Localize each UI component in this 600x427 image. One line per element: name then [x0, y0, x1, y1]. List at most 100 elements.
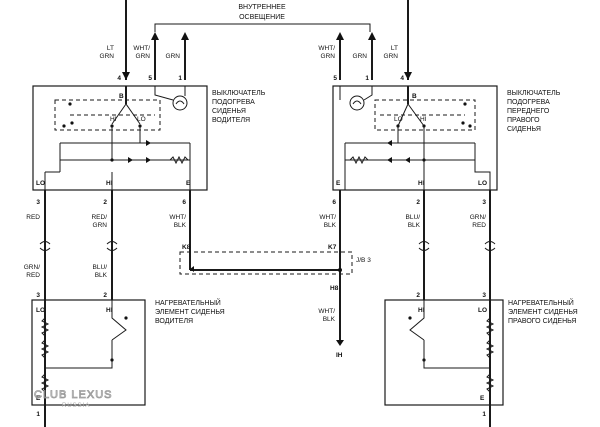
resistor-icon	[349, 155, 369, 165]
arrow-up-icon	[151, 32, 159, 40]
wire-color: BLK	[323, 316, 336, 323]
pin-number: 2	[416, 199, 420, 206]
switch-mechanism-frame	[374, 99, 476, 131]
wire-color: LT	[107, 45, 114, 52]
wire-color: GRN	[100, 53, 115, 60]
switch-pos-hi: HI	[420, 116, 427, 123]
ground-icon	[336, 340, 344, 346]
pin-number: 3	[482, 199, 486, 206]
svg-text:ВОДИТЕЛЯ: ВОДИТЕЛЯ	[155, 318, 193, 325]
switch-pos-lo: LO	[394, 116, 403, 123]
wire-color: RED/	[91, 214, 107, 221]
svg-text:ВОДИТЕЛЯ: ВОДИТЕЛЯ	[212, 117, 250, 124]
resistor-icon	[485, 373, 495, 393]
terminal-hi: HI	[418, 307, 425, 314]
resistor-icon	[40, 317, 50, 337]
svg-text:СИДЕНЬЯ: СИДЕНЬЯ	[212, 108, 246, 115]
left-seat-heater-switch: B HI LO LO HI E	[32, 85, 208, 191]
svg-text:НАГРЕВАТЕЛЬНЫЙ: НАГРЕВАТЕЛЬНЫЙ	[155, 298, 221, 307]
terminal-hi: HI	[106, 180, 113, 187]
right-switch-caption: ВЫКЛЮЧАТЕЛЬ ПОДОГРЕВА ПЕРЕДНЕГО ПРАВОГО …	[507, 90, 561, 133]
pin-number: 6	[332, 199, 336, 206]
left-heater-caption: НАГРЕВАТЕЛЬНЫЙ ЭЛЕМЕНТ СИДЕНЬЯ ВОДИТЕЛЯ	[155, 298, 225, 325]
arrow-down-icon	[122, 72, 130, 80]
right-seat-heater-element: HI LO E	[384, 299, 504, 427]
led-icon	[387, 140, 392, 146]
svg-text:ПРАВОГО: ПРАВОГО	[507, 117, 540, 124]
svg-text:ПОДОГРЕВА: ПОДОГРЕВА	[507, 99, 550, 106]
left-seat-heater-element: LO HI E	[31, 299, 146, 427]
wire-color: GRN	[166, 53, 181, 60]
wire-color: WHT/	[133, 45, 150, 52]
lighting-bracket	[154, 23, 371, 32]
terminal-hi: HI	[106, 307, 113, 314]
wire-color: GRN	[136, 53, 151, 60]
pin-number: 4	[117, 75, 121, 82]
terminal-lo: LO	[36, 307, 45, 314]
terminal-lo: LO	[478, 307, 487, 314]
arrow-down-icon	[404, 72, 412, 80]
terminal-e: E	[186, 180, 191, 187]
switch-terminal-b: B	[412, 93, 417, 100]
wire-color: BLU/	[93, 264, 108, 271]
diode-icon	[128, 157, 133, 163]
junction-block: K8 K7 J/B 3 H8 WHT/ BLK IH	[179, 244, 371, 359]
pin-number: 3	[36, 199, 40, 206]
terminal-lo: LO	[36, 180, 45, 187]
resistor-icon	[169, 155, 189, 165]
pin-number: 2	[103, 199, 107, 206]
lamp-icon	[349, 95, 365, 111]
resistor-icon	[40, 339, 50, 359]
svg-text:ВЫКЛЮЧАТЕЛЬ: ВЫКЛЮЧАТЕЛЬ	[507, 90, 561, 97]
svg-text:ПРАВОГО СИДЕНЬЯ: ПРАВОГО СИДЕНЬЯ	[508, 318, 576, 325]
pin-number: 4	[400, 75, 404, 82]
resistor-icon	[485, 339, 495, 359]
pin-number: 3	[482, 292, 486, 299]
wire-color: GRN/	[24, 264, 40, 271]
wire-color: RED	[26, 214, 40, 221]
wire-color: GRN	[384, 53, 399, 60]
wire-color: GRN	[353, 53, 368, 60]
wire-color: RED	[26, 272, 40, 279]
svg-text:СИДЕНЬЯ: СИДЕНЬЯ	[507, 126, 541, 133]
pin-number: 1	[482, 411, 486, 418]
terminal-e: E	[36, 395, 41, 402]
diode-icon	[405, 157, 410, 163]
svg-text:НАГРЕВАТЕЛЬНЫЙ: НАГРЕВАТЕЛЬНЫЙ	[508, 298, 574, 307]
pin-number: 2	[416, 292, 420, 299]
arrow-up-icon	[368, 32, 376, 40]
interior-lighting-bus: ВНУТРЕННЕЕ ОСВЕЩЕНИЕ	[122, 0, 412, 80]
pin-number: 1	[178, 75, 182, 82]
wire-color: BLU/	[406, 214, 421, 221]
wire-color: WHT/	[169, 214, 186, 221]
wire-color: LT	[391, 45, 398, 52]
pin-number: 3	[36, 292, 40, 299]
right-seat-heater-switch: B LO HI E HI LO	[332, 85, 498, 191]
ground-label: IH	[336, 352, 343, 359]
resistor-icon	[485, 317, 495, 337]
junction-pin-left: K8	[182, 244, 191, 251]
wire-color: GRN/	[470, 214, 486, 221]
wire-color: WHT/	[318, 45, 335, 52]
terminal-lo: LO	[478, 180, 487, 187]
wire-color: GRN	[321, 53, 336, 60]
wire-color: BLK	[408, 222, 421, 229]
junction-name: J/B 3	[356, 257, 371, 264]
left-switch-caption: ВЫКЛЮЧАТЕЛЬ ПОДОГРЕВА СИДЕНЬЯ ВОДИТЕЛЯ	[212, 90, 266, 124]
junction-pin-right: K7	[328, 244, 337, 251]
arrow-up-icon	[181, 32, 189, 40]
pin-number: 6	[182, 199, 186, 206]
pin-number: 5	[333, 75, 337, 82]
watermark-logo: CLUB LEXUS RUSSIA	[34, 389, 112, 409]
pin-number: 1	[36, 411, 40, 418]
svg-text:ВЫКЛЮЧАТЕЛЬ: ВЫКЛЮЧАТЕЛЬ	[212, 90, 266, 97]
switch-pos-lo: LO	[137, 116, 146, 123]
led-icon	[146, 157, 151, 163]
svg-text:ЭЛЕМЕНТ СИДЕНЬЯ: ЭЛЕМЕНТ СИДЕНЬЯ	[155, 309, 225, 316]
top-caption-line2: ОСВЕЩЕНИЕ	[239, 14, 285, 21]
svg-text:RUSSIA: RUSSIA	[62, 403, 90, 409]
mid-wires	[39, 190, 496, 340]
svg-text:ЭЛЕМЕНТ СИДЕНЬЯ: ЭЛЕМЕНТ СИДЕНЬЯ	[508, 309, 578, 316]
junction-pin-bottom: H8	[330, 285, 339, 292]
